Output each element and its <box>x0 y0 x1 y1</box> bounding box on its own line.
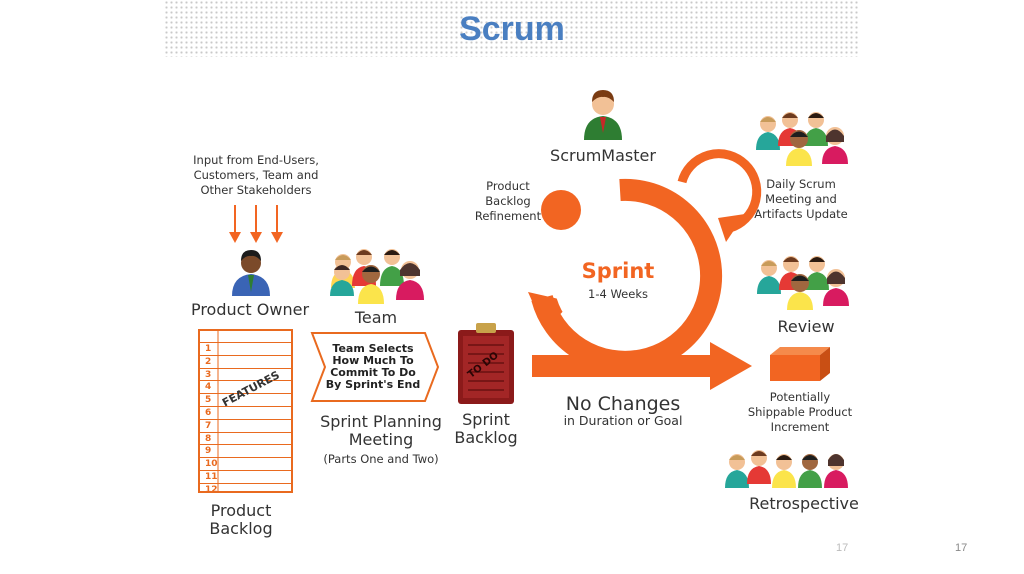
backlog-row: 12 <box>199 482 292 497</box>
scrummaster-icon <box>584 90 622 140</box>
parts-label: (Parts One and Two) <box>323 452 439 466</box>
retrospective-team-icon <box>725 450 848 488</box>
backlog-row: 8 <box>199 431 292 446</box>
scrummaster-label: ScrumMaster <box>550 146 656 165</box>
product-increment-box-icon <box>770 347 830 381</box>
backlog-row: 4 <box>199 380 292 394</box>
sprint-weeks: 1-4 Weeks <box>588 287 648 301</box>
page-number-faint: 17 <box>836 542 849 554</box>
sprint-label: Sprint <box>581 259 655 283</box>
backlog-row: 10 <box>199 457 292 471</box>
backlog-row: 5 <box>199 393 292 407</box>
backlog-row: 7 <box>199 418 292 433</box>
product-owner-label: Product Owner <box>190 300 310 319</box>
product-backlog-list <box>198 329 293 493</box>
product-backlog-rows: 1 2 3 4 5 6 7 8 9 10 11 12 <box>199 330 292 495</box>
product-backlog-label: Product Backlog <box>209 501 273 538</box>
backlog-row: 3 <box>199 367 292 382</box>
title-band <box>164 0 860 57</box>
slide-title: Scrum <box>459 10 565 48</box>
page-number: 17 <box>955 542 968 554</box>
product-owner-icon <box>232 250 270 296</box>
team-selects-text: Team Selects How Much To Commit To Do By… <box>325 342 421 391</box>
team-selects-chevron <box>310 332 440 402</box>
review-label: Review <box>777 317 835 336</box>
no-changes-sub: in Duration or Goal <box>563 413 683 428</box>
sprint-planning-label: Sprint Planning Meeting <box>320 412 442 449</box>
no-changes-label: No Changes <box>565 393 681 415</box>
retrospective-label: Retrospective <box>749 494 859 513</box>
team-label: Team <box>354 308 398 327</box>
daily-scrum-label: Daily Scrum Meeting and Artifacts Update <box>754 177 848 221</box>
input-note: Input from End-Users, Customers, Team an… <box>193 153 319 197</box>
backlog-row: 1 <box>199 342 292 356</box>
daily-scrum-team-icon <box>756 112 848 166</box>
sprint-backlog-clipboard-icon <box>458 323 514 404</box>
backlog-row: 6 <box>199 406 292 420</box>
sprint-backlog-label: Sprint Backlog <box>454 410 518 447</box>
increment-label: Potentially Shippable Product Increment <box>747 390 853 434</box>
review-team-icon <box>757 256 849 310</box>
team-icon <box>330 249 424 304</box>
backlog-row: 2 <box>199 354 292 369</box>
backlog-row: 11 <box>199 470 292 484</box>
backlog-row: 9 <box>199 444 292 458</box>
input-arrows <box>234 205 278 232</box>
refinement-label: Product Backlog Refinement <box>474 179 542 223</box>
sprint-cycle-icon <box>528 149 762 390</box>
